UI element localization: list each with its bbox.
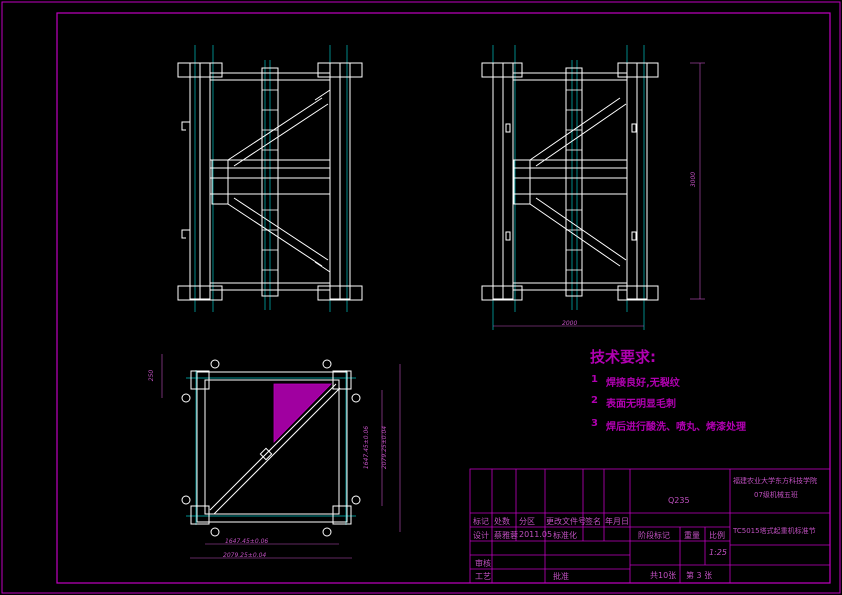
tb-label-change-doc: 更改文件号 [546, 517, 586, 526]
dim-front-width: 2000 [562, 320, 578, 327]
tb-total-sheets: 共10张 [650, 571, 677, 580]
tb-label-weight: 重量 [684, 531, 700, 540]
front-view [177, 45, 363, 312]
tb-drawing-name: TC5015塔式起重机标准节 [733, 527, 816, 535]
side-view-centerlines [492, 45, 645, 330]
tech-req-item-1-num: 1 [591, 374, 598, 385]
plan-view-dimensions [161, 354, 401, 559]
dim-plan-left-small: 250 [148, 369, 156, 382]
tb-designer: 蔡雅蓉 [494, 531, 518, 540]
tb-material: Q235 [668, 496, 690, 505]
tb-label-review: 审核 [475, 559, 491, 568]
tb-label-scale: 比例 [709, 531, 725, 540]
tb-label-date-ymd: 年月日 [605, 517, 629, 526]
plan-view-gusset-fill [273, 383, 332, 443]
tb-label-approve: 批准 [553, 572, 569, 581]
side-view [481, 45, 659, 330]
dim-plan-bottom-a: 1647.45±0.06 [225, 538, 269, 545]
dim-side-height: 3000 [690, 171, 698, 188]
tb-organization-line2: 07级机械五班 [754, 491, 798, 499]
tb-label-mark: 标记 [473, 517, 489, 526]
title-block [469, 468, 831, 584]
tech-req-item-3-num: 3 [591, 418, 598, 429]
dim-plan-bottom-b: 2079.25±0.04 [223, 552, 267, 559]
tb-label-standardization: 标准化 [553, 531, 577, 540]
tb-design-date: 2011.05 [519, 530, 553, 539]
sheet-border-inner [56, 12, 831, 584]
tb-scale-value: 1:25 [709, 548, 727, 557]
tech-req-heading: 技术要求: [590, 348, 656, 366]
tb-label-signature: 签名 [585, 517, 601, 526]
tech-req-item-2-text: 表面无明显毛刺 [606, 399, 676, 410]
tech-req-item-2-num: 2 [591, 395, 598, 406]
tech-req-item-1-text: 焊接良好,无裂纹 [606, 378, 680, 389]
tb-label-design: 设计 [473, 531, 489, 540]
dim-plan-right-a: 1647.45±0.06 [363, 425, 371, 470]
dim-plan-right-b: 2079.25±0.04 [381, 425, 389, 470]
tb-organization-line1: 福建农业大学东方科技学院 [733, 477, 817, 485]
plan-view [181, 359, 361, 537]
side-view-dimensions [493, 62, 705, 327]
tb-label-zone: 分区 [519, 517, 535, 526]
tb-label-stage-mark: 阶段标记 [638, 531, 670, 540]
plan-view-centerlines [186, 370, 356, 525]
tb-label-process: 工艺 [475, 572, 491, 581]
tb-sheet-no: 第 3 张 [686, 571, 713, 580]
tb-label-count: 处数 [494, 517, 510, 526]
tech-req-item-3-text: 焊后进行酸洗、喷丸、烤漆处理 [606, 422, 746, 433]
